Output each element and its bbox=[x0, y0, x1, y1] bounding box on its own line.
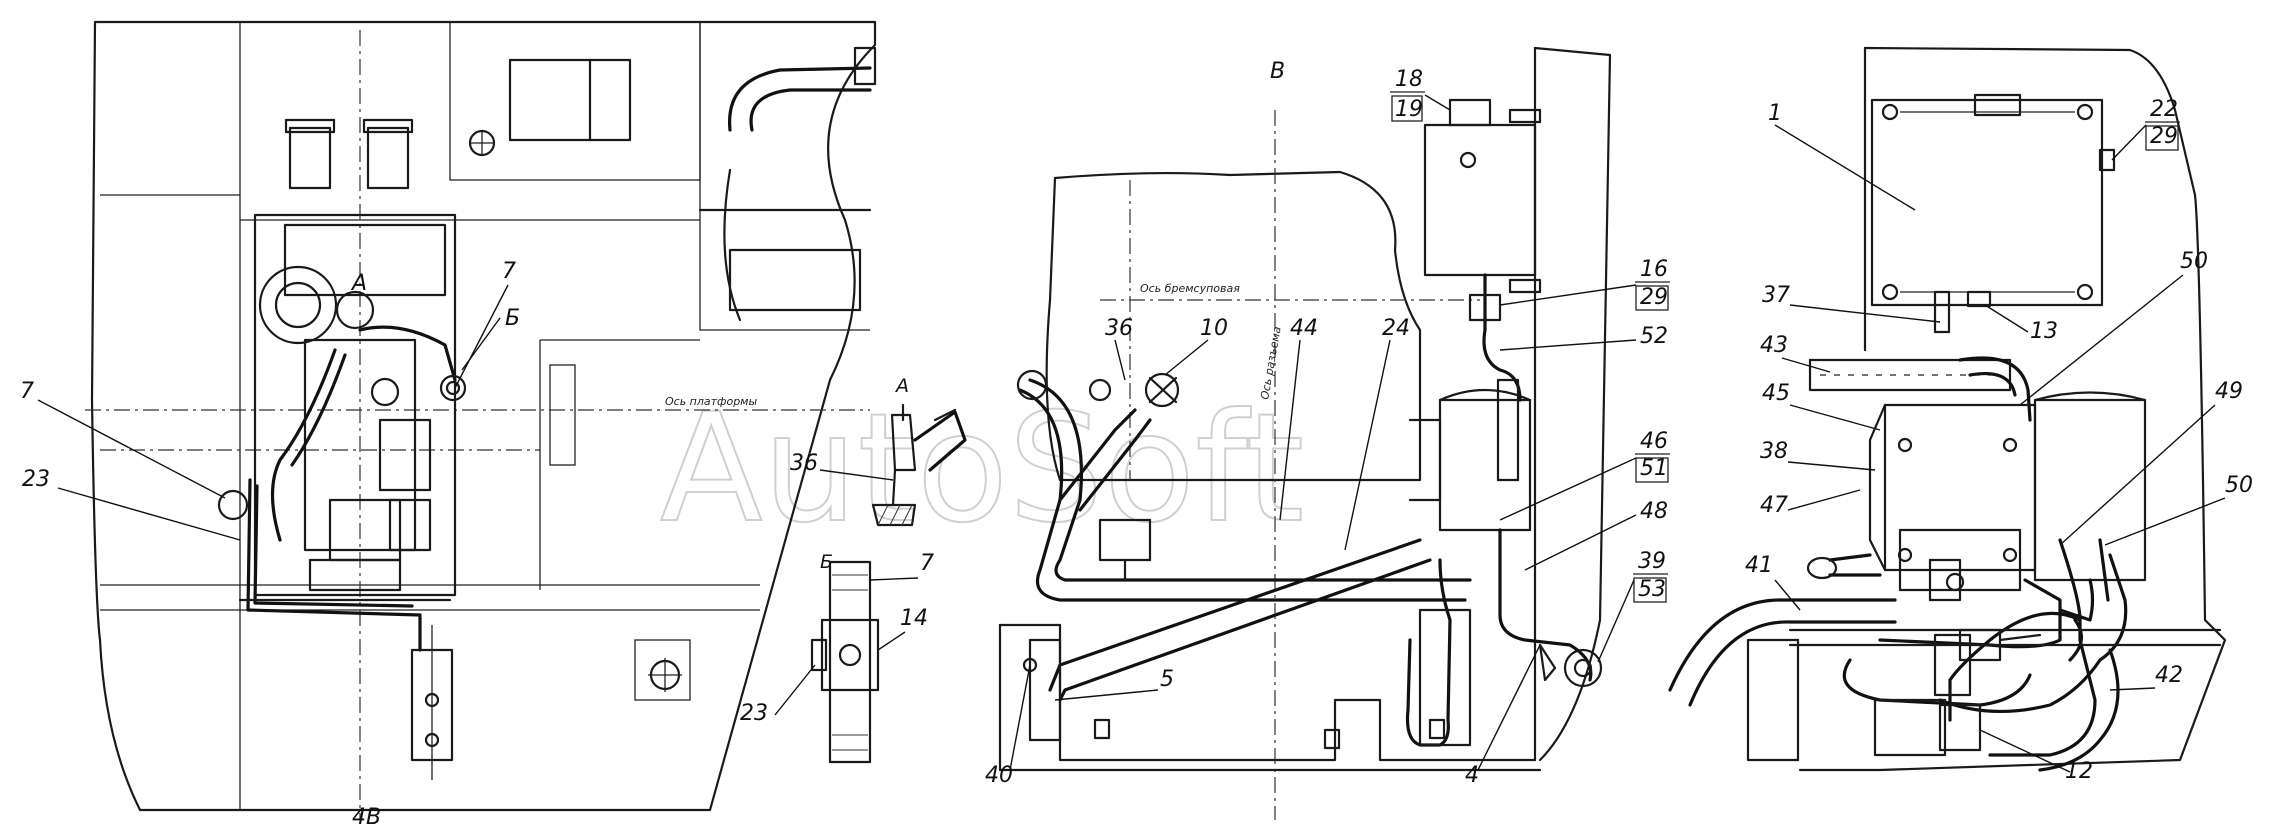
callout-10: 10 bbox=[1200, 316, 1228, 341]
callout-39: 39 bbox=[1638, 549, 1666, 574]
callout-43: 43 bbox=[1760, 333, 1788, 358]
callout-24: 24 bbox=[1382, 316, 1410, 341]
callout-44: 44 bbox=[1290, 316, 1318, 341]
callout-29-b: 29 bbox=[2150, 124, 2178, 149]
callout-45: 45 bbox=[1762, 381, 1790, 406]
view-v: В Ось бремсуповая Ось разъема bbox=[985, 46, 1670, 820]
callout-5: 5 bbox=[1160, 667, 1174, 692]
callout-36: 36 bbox=[1105, 316, 1133, 341]
callout-49: 49 bbox=[2215, 379, 2243, 404]
callout-50-right: 50 bbox=[2225, 473, 2253, 498]
detail-mark-b: Б bbox=[505, 306, 520, 331]
axis-label-brake: Ось бремсуповая bbox=[1140, 282, 1240, 295]
axis-label-platform: Ось платформы bbox=[665, 395, 757, 408]
callout-48: 48 bbox=[1640, 499, 1668, 524]
callout-53: 53 bbox=[1638, 577, 1666, 602]
callout-14: 14 bbox=[900, 606, 928, 631]
callout-42: 42 bbox=[2155, 663, 2183, 688]
view-v-title: В bbox=[1270, 59, 1285, 84]
callout-19: 19 bbox=[1395, 97, 1423, 122]
callout-13: 13 bbox=[2030, 319, 2058, 344]
right-view: 1 22 29 37 13 50 43 45 38 47 49 50 41 42… bbox=[1668, 46, 2253, 784]
detail-b: Б 7 14 23 bbox=[740, 551, 934, 764]
callout-29-a: 29 bbox=[1640, 285, 1668, 310]
callout-16: 16 bbox=[1640, 257, 1668, 282]
callout-4: 4 bbox=[1465, 763, 1479, 788]
callout-52: 52 bbox=[1640, 324, 1668, 349]
callout-22: 22 bbox=[2150, 97, 2178, 122]
callout-37: 37 bbox=[1762, 283, 1790, 308]
view-mark-a: А bbox=[350, 271, 367, 296]
callout-23-detail-b: 23 bbox=[740, 701, 768, 726]
view-label-4v: 4В bbox=[352, 805, 381, 830]
callout-38: 38 bbox=[1760, 439, 1788, 464]
callout-7-detail-b: 7 bbox=[920, 551, 934, 576]
callout-40: 40 bbox=[985, 763, 1013, 788]
detail-a-title: А bbox=[894, 375, 909, 397]
detail-a: А 36 bbox=[790, 375, 967, 527]
callout-1: 1 bbox=[1768, 101, 1782, 126]
callout-41: 41 bbox=[1745, 553, 1773, 578]
callout-50-top: 50 bbox=[2180, 249, 2208, 274]
callout-23-left: 23 bbox=[22, 467, 50, 492]
callout-36-detail: 36 bbox=[790, 451, 818, 476]
callout-7-left: 7 bbox=[20, 379, 34, 404]
callout-46: 46 bbox=[1640, 429, 1668, 454]
callout-47: 47 bbox=[1760, 493, 1788, 518]
watermark: AutoSoft bbox=[660, 382, 1304, 556]
callout-7-top: 7 bbox=[502, 259, 516, 284]
callout-51: 51 bbox=[1640, 456, 1668, 481]
engine-assembly: А bbox=[217, 118, 467, 780]
callout-18: 18 bbox=[1395, 67, 1423, 92]
main-view: Ось платформы А bbox=[20, 20, 877, 830]
